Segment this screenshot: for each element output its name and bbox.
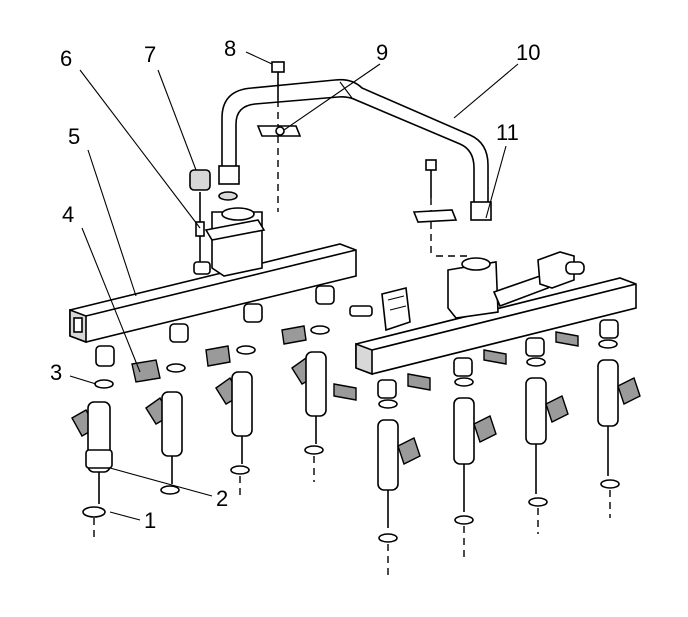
callout-3: 3 bbox=[50, 360, 62, 385]
callout-11: 11 bbox=[496, 120, 519, 145]
right-bank-injectors bbox=[377, 339, 641, 580]
bolt-8 bbox=[256, 61, 302, 212]
callout-5: 5 bbox=[68, 124, 80, 149]
callout-6: 6 bbox=[60, 46, 72, 71]
fuel-crossover-pipe bbox=[218, 78, 492, 221]
callout-10: 10 bbox=[516, 40, 540, 65]
callout-labels: 1 2 3 4 5 6 7 8 9 10 11 bbox=[50, 36, 540, 533]
callout-7: 7 bbox=[144, 42, 156, 67]
fuel-pressure-valve bbox=[189, 169, 211, 262]
wire-harness-bracket bbox=[349, 287, 411, 332]
left-fuel-rail bbox=[69, 191, 357, 367]
left-bank-injectors bbox=[71, 325, 330, 540]
callout-1: 1 bbox=[144, 508, 156, 533]
callout-9: 9 bbox=[376, 40, 388, 65]
callout-2: 2 bbox=[216, 486, 228, 511]
callout-8: 8 bbox=[224, 36, 236, 61]
callout-leaders bbox=[69, 51, 519, 521]
callout-4: 4 bbox=[62, 202, 74, 227]
right-fuel-rail bbox=[355, 159, 637, 399]
injector-retainer-clips bbox=[131, 325, 579, 401]
